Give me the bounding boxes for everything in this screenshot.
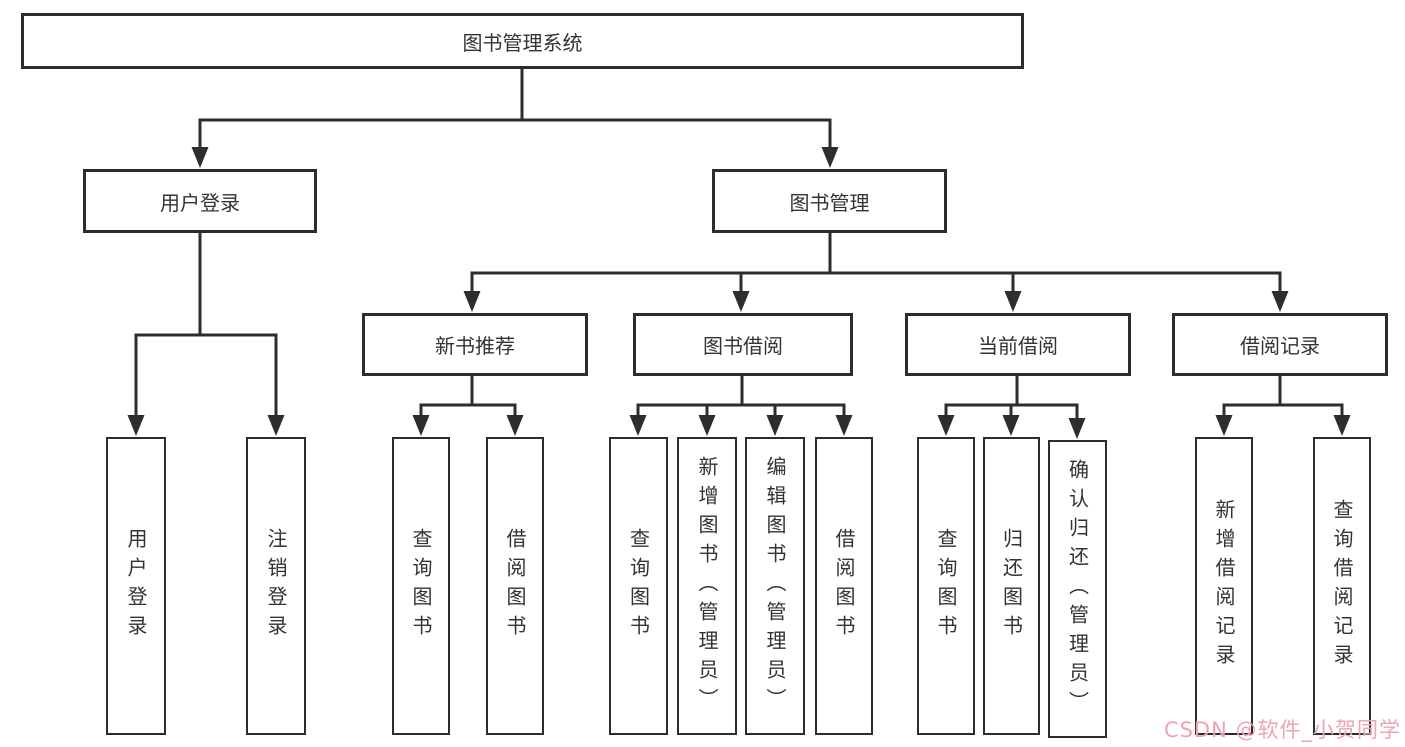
node-leaf-query-books-1: 查询图书 — [392, 437, 450, 735]
node-leaf-query-books-3-label: 查询图书 — [934, 528, 958, 644]
node-root-label: 图书管理系统 — [462, 30, 583, 55]
node-leaf-user-login: 用户登录 — [106, 437, 166, 735]
node-leaf-borrow-books-1: 借阅图书 — [486, 437, 544, 735]
node-leaf-logout-label: 注销登录 — [264, 528, 288, 644]
connector-arrows — [127, 147, 1351, 439]
node-leaf-confirm-return-admin: 确认归还（管理员） — [1048, 440, 1107, 738]
node-book-borrow: 图书借阅 — [633, 313, 853, 376]
node-leaf-add-books-admin-label: 新增图书（管理员） — [695, 455, 719, 717]
node-leaf-edit-books-admin: 编辑图书（管理员） — [745, 437, 805, 735]
node-new-book-recommend-label: 新书推荐 — [435, 334, 515, 358]
node-borrow-records: 借阅记录 — [1172, 313, 1388, 376]
node-current-borrow-label: 当前借阅 — [978, 334, 1058, 358]
connector-segments — [134, 68, 1344, 420]
node-leaf-query-books-1-label: 查询图书 — [409, 528, 433, 644]
node-leaf-query-books-2: 查询图书 — [609, 437, 668, 735]
node-leaf-edit-books-admin-label: 编辑图书（管理员） — [763, 455, 787, 717]
node-leaf-borrow-books-2-label: 借阅图书 — [832, 528, 856, 644]
node-book-management: 图书管理 — [712, 169, 947, 233]
node-leaf-query-borrow-record-label: 查询借阅记录 — [1330, 499, 1354, 673]
node-root: 图书管理系统 — [21, 13, 1024, 69]
node-borrow-records-label: 借阅记录 — [1240, 334, 1320, 358]
node-leaf-return-books-label: 归还图书 — [999, 528, 1024, 644]
node-leaf-confirm-return-admin-label: 确认归还（管理员） — [1065, 458, 1090, 720]
node-leaf-add-borrow-record: 新增借阅记录 — [1195, 437, 1253, 735]
csdn-watermark: CSDN @软件_小贺同学 — [1163, 718, 1401, 742]
node-leaf-return-books: 归还图书 — [983, 437, 1040, 735]
node-user-login-label: 用户登录 — [160, 190, 240, 215]
node-leaf-user-login-label: 用户登录 — [124, 528, 148, 644]
node-leaf-query-borrow-record: 查询借阅记录 — [1313, 437, 1371, 735]
node-leaf-borrow-books-1-label: 借阅图书 — [503, 528, 527, 644]
node-leaf-add-books-admin: 新增图书（管理员） — [677, 437, 737, 735]
node-leaf-logout: 注销登录 — [246, 437, 306, 735]
node-leaf-borrow-books-2: 借阅图书 — [815, 437, 873, 735]
node-current-borrow: 当前借阅 — [905, 313, 1131, 376]
node-leaf-add-borrow-record-label: 新增借阅记录 — [1212, 499, 1236, 673]
node-book-borrow-label: 图书借阅 — [703, 334, 783, 358]
node-leaf-query-books-3: 查询图书 — [917, 437, 975, 735]
node-leaf-query-books-2-label: 查询图书 — [626, 528, 651, 644]
node-book-management-label: 图书管理 — [789, 190, 870, 215]
node-new-book-recommend: 新书推荐 — [362, 313, 588, 376]
node-user-login: 用户登录 — [83, 169, 317, 233]
